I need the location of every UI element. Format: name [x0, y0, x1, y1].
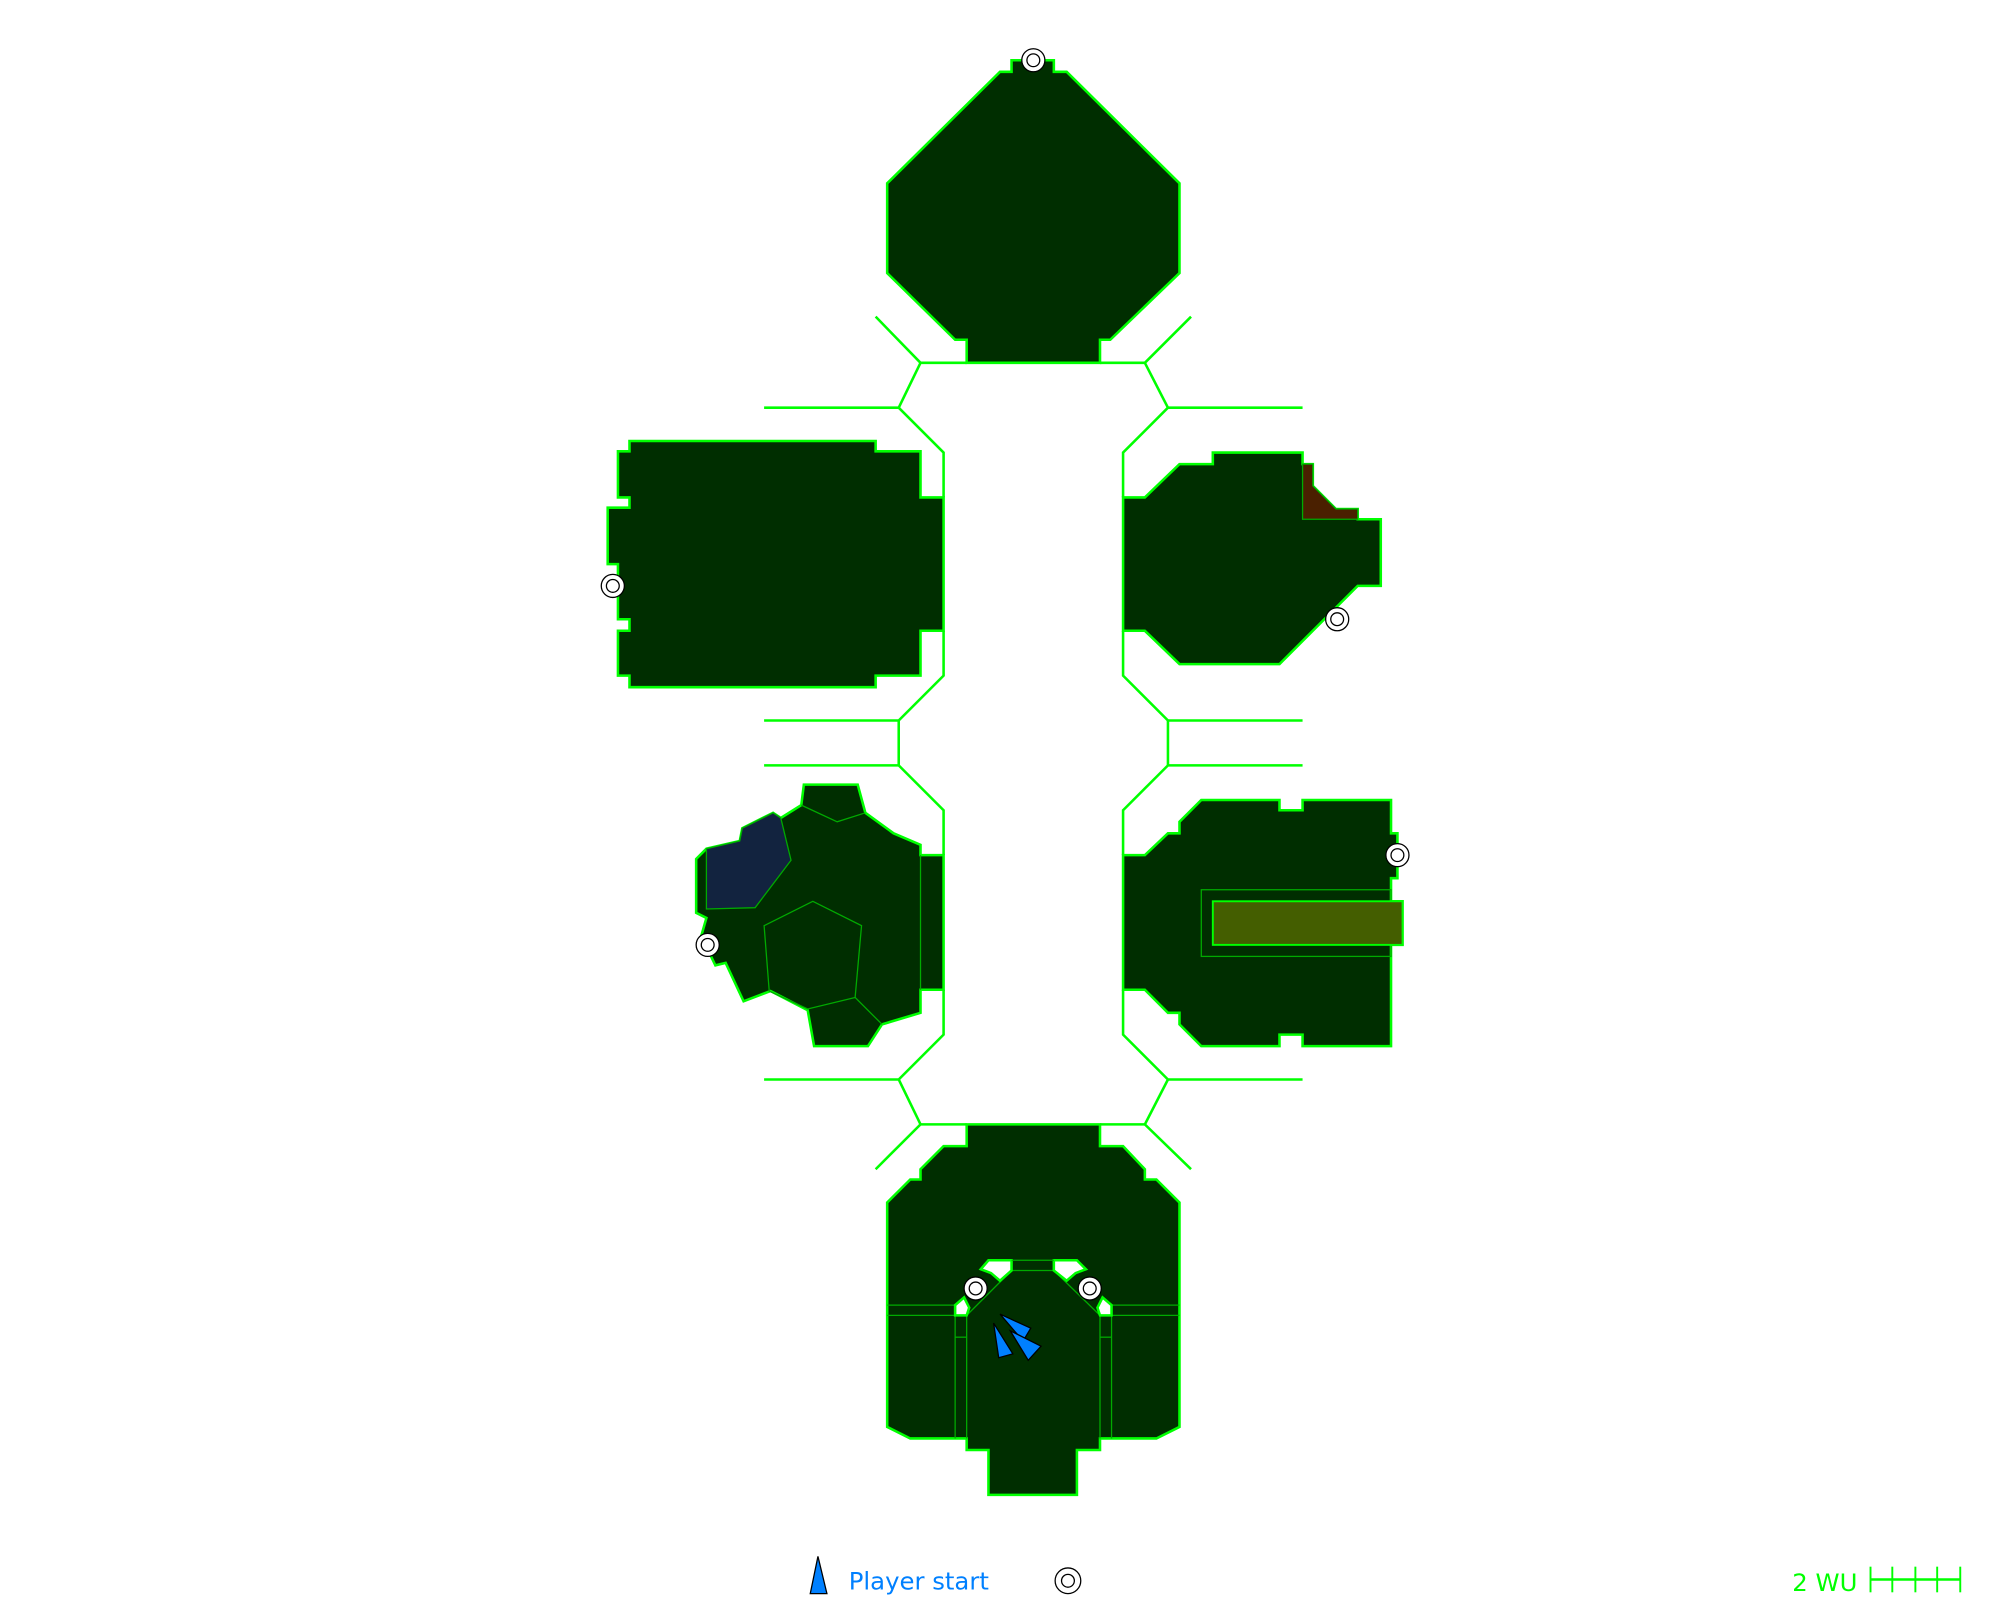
spawn-point-icon [1021, 48, 1046, 73]
legend-player-start-icon [809, 1556, 828, 1595]
spawn-point-icon [1077, 1276, 1102, 1301]
room-west-lower [694, 783, 945, 1048]
player-start-icon [992, 1322, 1014, 1359]
scale-bar: 2 WU [1792, 1566, 1962, 1597]
spawn-point-icon [1325, 607, 1350, 632]
player-start-icon [999, 1313, 1032, 1343]
spawn-point-icon [1385, 842, 1410, 868]
room-east-upper [1121, 451, 1383, 666]
room-north [885, 58, 1181, 365]
spawn-point-icon [600, 573, 625, 599]
player-start-markers [992, 1313, 1043, 1362]
lava-area [1301, 463, 1359, 520]
water-area [705, 812, 792, 910]
legend-spawn-point-icon [1054, 1567, 1082, 1595]
spawn-point-icon [963, 1276, 988, 1301]
room-west-upper [606, 439, 945, 689]
player-start-icon [1008, 1329, 1043, 1362]
spawn-points [600, 48, 1410, 1301]
scale-label: 2 WU [1792, 1568, 1857, 1597]
legend: Player start [809, 1556, 1082, 1596]
south-inner-structure [887, 1258, 1180, 1439]
room-south [885, 1123, 1181, 1497]
spawn-point-icon [695, 932, 720, 958]
legend-player-start-label: Player start [849, 1567, 989, 1596]
slime-area [1211, 900, 1404, 946]
hub-corridor [764, 315, 1303, 1171]
